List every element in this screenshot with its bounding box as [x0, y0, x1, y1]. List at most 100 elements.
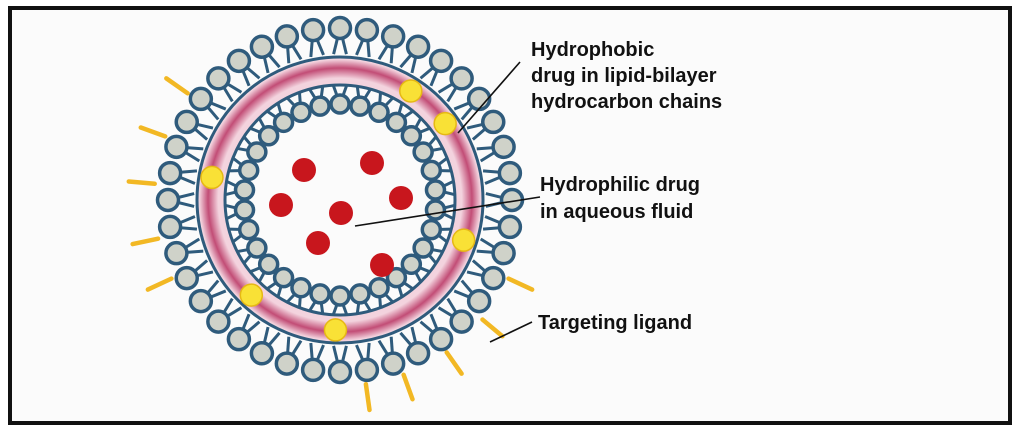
outer-phospholipid: [174, 109, 214, 141]
hydrophobic-drug-group: [200, 79, 476, 342]
outer-lipid-head: [428, 48, 454, 74]
inner-lipid-head: [272, 266, 295, 289]
label-hydrophilic: Hydrophilic drug in aqueous fluid: [540, 174, 706, 223]
outer-phospholipid: [155, 187, 195, 213]
outer-phospholipid: [482, 214, 523, 240]
outer-lipid-head: [174, 109, 199, 135]
inner-lipid-head: [237, 159, 260, 182]
outer-lipid-head: [466, 86, 492, 112]
red-dot-icon: [269, 193, 293, 217]
inner-lipid-head: [385, 111, 408, 134]
outer-phospholipid: [249, 326, 281, 366]
inner-lipid-head: [420, 218, 443, 241]
outer-lipid-head: [206, 309, 231, 334]
outer-phospholipid: [206, 66, 243, 103]
ligand-stick-icon: [130, 236, 161, 247]
outer-phospholipid: [300, 342, 326, 383]
targeting-ligands: [126, 76, 535, 413]
inner-phospholipid: [286, 276, 312, 308]
outer-phospholipid: [164, 237, 204, 266]
inner-lipid-head: [424, 199, 447, 221]
outer-lipid-head: [300, 17, 326, 43]
inner-phospholipid: [329, 285, 351, 316]
inner-phospholipid: [349, 283, 372, 314]
inner-phospholipid: [400, 117, 431, 147]
outer-lipid-head: [405, 34, 431, 59]
outer-lipid-head: [226, 326, 252, 352]
inner-phospholipid: [266, 266, 295, 298]
inner-lipid-head: [309, 283, 331, 305]
ligand-stick-icon: [164, 76, 190, 96]
outer-phospholipid: [188, 279, 227, 314]
outer-phospholipid: [419, 313, 454, 352]
outer-phospholipid: [327, 15, 353, 55]
inner-lipid-head: [349, 283, 371, 305]
inner-phospholipid: [266, 102, 295, 134]
ligand-stick-icon: [444, 350, 464, 376]
ligand-stick-icon: [126, 179, 157, 187]
outer-lipid-head: [481, 109, 506, 135]
outer-phospholipid: [377, 336, 406, 376]
outer-lipid-head: [164, 134, 189, 160]
inner-phospholipid: [349, 86, 372, 117]
outer-phospholipid: [466, 259, 506, 291]
outer-lipid-head: [380, 24, 406, 49]
inner-phospholipid: [228, 156, 260, 182]
outer-lipid-head: [188, 86, 214, 112]
inner-phospholipid: [412, 237, 444, 265]
inner-lipid-head: [329, 93, 351, 115]
outer-phospholipid: [226, 313, 261, 352]
red-dot-icon: [389, 186, 413, 210]
inner-lipid-head: [424, 179, 447, 201]
outer-lipid-head: [491, 240, 516, 266]
inner-phospholipid: [420, 156, 452, 182]
red-dot-icon: [360, 151, 384, 175]
inner-lipid-head: [412, 141, 434, 163]
outer-lipid-head: [497, 214, 523, 240]
inner-lipid-layer: [224, 84, 456, 316]
outer-lipid-layer: [155, 15, 525, 385]
outer-lipid-head: [206, 66, 231, 91]
inner-phospholipid: [424, 179, 456, 201]
ligand-stick-icon: [401, 372, 415, 402]
inner-phospholipid: [228, 218, 260, 244]
outer-phospholipid: [226, 48, 261, 87]
outer-lipid-head: [155, 187, 181, 213]
inner-phospholipid: [249, 253, 280, 283]
outer-phospholipid: [206, 297, 243, 334]
outer-phospholipid: [453, 279, 492, 314]
red-dot-icon: [292, 158, 316, 182]
outer-lipid-head: [491, 134, 516, 160]
outer-lipid-head: [174, 265, 199, 291]
outer-lipid-head: [466, 288, 492, 314]
label-hydrophobic: Hydrophobic drug in lipid-bilayer hydroc…: [531, 39, 722, 113]
inner-lipid-head: [309, 95, 331, 117]
outer-phospholipid: [157, 214, 198, 240]
outer-lipid-head: [428, 326, 454, 352]
inner-phospholipid: [308, 283, 331, 314]
outer-lipid-head: [380, 351, 406, 376]
inner-phospholipid: [424, 199, 456, 221]
hydrophilic-drug-group: [269, 151, 413, 277]
ligand-stick-icon: [363, 381, 372, 413]
outer-phospholipid: [274, 24, 303, 64]
outer-lipid-head: [300, 357, 326, 383]
outer-lipid-head: [226, 48, 252, 74]
inner-phospholipid: [385, 266, 414, 298]
ligand-stick-icon: [506, 276, 535, 292]
inner-lipid-head: [329, 285, 351, 307]
inner-lipid-head: [290, 276, 312, 299]
yellow-dot-icon: [451, 228, 476, 252]
inner-lipid-head: [349, 95, 371, 117]
yellow-dot-icon: [239, 283, 264, 307]
yellow-dot-icon: [433, 111, 457, 136]
leader-line-ligand: [489, 321, 533, 343]
outer-phospholipid: [437, 66, 474, 103]
outer-phospholipid: [399, 326, 431, 366]
outer-phospholipid: [419, 48, 454, 87]
ligand-stick-icon: [145, 276, 174, 292]
bilayer-inner-edge: [223, 83, 457, 317]
inner-lipid-head: [400, 253, 423, 275]
inner-phospholipid: [308, 86, 331, 117]
outer-phospholipid: [377, 24, 406, 64]
